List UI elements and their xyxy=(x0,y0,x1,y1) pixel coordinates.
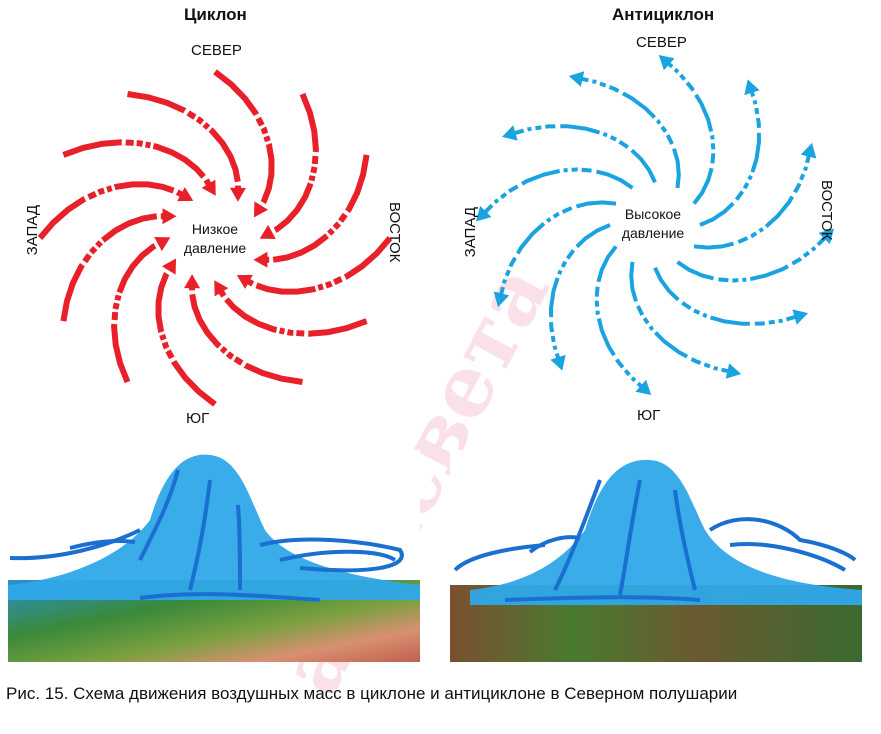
arrowhead xyxy=(493,291,510,308)
wind-arrow xyxy=(548,223,611,366)
wind-arrow xyxy=(214,283,368,337)
arrowhead xyxy=(800,142,817,159)
arrowhead xyxy=(818,228,835,245)
cyclone-north-label: СЕВЕР xyxy=(191,42,242,59)
cyclone-west-label: ЗАПАД xyxy=(24,205,41,256)
cyclone-flow-arrows xyxy=(9,469,404,602)
anticyclone-center-label: Высокое давление xyxy=(603,205,703,243)
wind-arrow xyxy=(240,236,393,295)
anticyclone-north-label: СЕВЕР xyxy=(636,34,687,51)
wind-arrow xyxy=(699,84,762,227)
cyclone-title: Циклон xyxy=(184,5,247,24)
arrowhead xyxy=(201,179,216,196)
wind-arrow xyxy=(60,213,171,322)
air-mass-dome xyxy=(8,454,420,600)
arrowhead xyxy=(162,208,177,225)
cyclone-3d-illustration xyxy=(8,450,420,662)
arrowhead xyxy=(259,224,276,239)
wind-arrow xyxy=(507,124,657,184)
wind-arrow xyxy=(478,167,634,219)
center-line-2: давление xyxy=(621,225,685,241)
wind-arrow xyxy=(497,200,617,302)
arrowhead xyxy=(744,79,760,96)
wind-arrow xyxy=(127,91,242,196)
arrowhead xyxy=(792,309,809,325)
wind-arrow xyxy=(676,231,832,283)
arrowhead xyxy=(658,54,675,71)
wind-arrow xyxy=(62,139,216,193)
wind-arrow xyxy=(594,245,649,393)
wind-arrow xyxy=(693,148,813,250)
wind-arrow xyxy=(574,75,681,189)
wind-arrow xyxy=(111,237,167,384)
arrowhead xyxy=(253,201,269,218)
arrowhead xyxy=(501,125,518,141)
center-line-1: Высокое xyxy=(624,206,682,222)
cyclone-south-label: ЮГ xyxy=(186,410,210,427)
arrowhead xyxy=(214,280,229,297)
anticyclone-title: Антициклон xyxy=(612,5,715,24)
arrowhead xyxy=(725,363,742,379)
arrowhead xyxy=(253,251,268,268)
arrowhead xyxy=(161,258,177,275)
cyclone-arrows xyxy=(37,69,393,407)
wind-arrow xyxy=(653,266,803,326)
wind-arrow xyxy=(213,69,275,214)
center-line-1: Низкое xyxy=(191,221,239,237)
wind-arrow xyxy=(188,280,303,385)
arrowhead xyxy=(568,71,585,87)
anticyclone-east-label: ВОСТОК xyxy=(818,180,835,241)
air-mass-dome xyxy=(470,459,862,605)
arrowhead xyxy=(154,237,171,252)
arrowhead xyxy=(177,187,194,202)
cyclone-east-label: ВОСТОК xyxy=(386,202,403,263)
anticyclone-arrows xyxy=(475,54,835,396)
anticyclone-west-label: ЗАПАД xyxy=(462,207,479,258)
arrowhead xyxy=(229,187,246,202)
wind-arrow xyxy=(263,92,319,239)
arrowhead xyxy=(236,274,253,289)
wind-arrow xyxy=(155,262,217,407)
arrowhead xyxy=(184,274,201,289)
anticyclone-flow-arrows xyxy=(453,479,857,602)
anticyclone-south-label: ЮГ xyxy=(637,407,661,424)
arrowhead xyxy=(635,379,652,396)
cyclone-center-label: Низкое давление xyxy=(165,220,265,258)
wind-arrow xyxy=(259,154,370,263)
arrowhead xyxy=(475,205,492,222)
anticyclone-3d-illustration xyxy=(450,450,862,662)
wind-arrow xyxy=(629,261,736,375)
wind-arrow xyxy=(37,181,190,240)
figure-caption: Рис. 15. Схема движения воздушных масс в… xyxy=(6,684,738,703)
arrowhead xyxy=(550,354,566,371)
wind-arrow xyxy=(661,57,716,205)
center-line-2: давление xyxy=(183,240,247,256)
